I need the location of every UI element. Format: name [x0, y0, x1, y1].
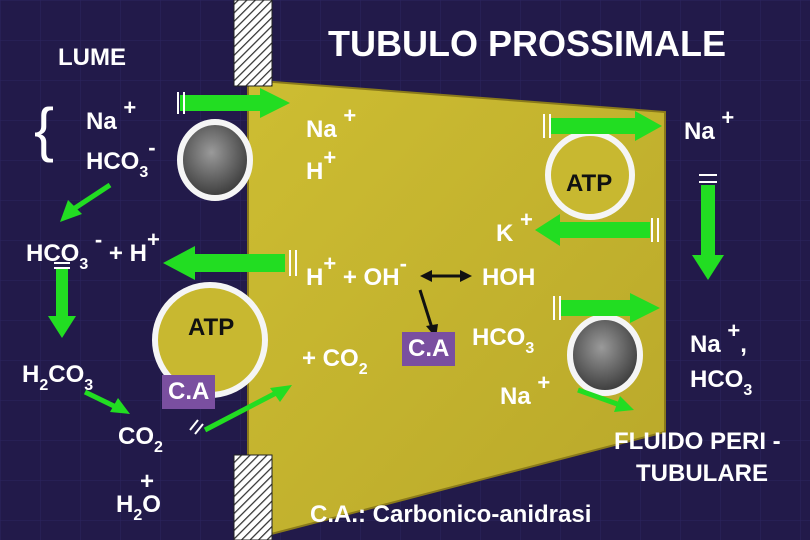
cell-k-label: K + [496, 207, 533, 247]
cell-na-label: Na + [306, 103, 357, 143]
ca-label-cell: C.A [402, 332, 456, 366]
atp-label-basolateral: ATP [566, 170, 613, 197]
transporter-basolateral [567, 314, 643, 396]
cell-h-label: H+ [306, 145, 337, 185]
cell-hco3-label: HCO3 [472, 324, 535, 357]
arrow-na-into-basolateral [577, 387, 634, 412]
fluido-peritubulare-line1: FLUIDO PERI - [614, 428, 781, 455]
fluido-peritubulare-line2: TUBULARE [636, 460, 768, 487]
diagram-title: TUBULO PROSSIMALE [328, 23, 727, 64]
lumen-na-label: Na + [86, 95, 137, 135]
lume-label: LUME [58, 44, 126, 71]
arrow-k-into-cell [535, 214, 659, 246]
arrow-na-down-peritubular [692, 174, 724, 280]
lumen-h2o-label: H2O [116, 491, 161, 524]
lumen-co2-label: CO2 [118, 423, 163, 456]
cell-hoh-label: HOH [482, 264, 536, 291]
arrow-hco3-basolateral-out [553, 293, 660, 323]
tight-junction-top [233, 0, 273, 87]
water-plus-label: + [140, 468, 155, 495]
peritubular-na-label: Na + [684, 105, 735, 145]
lumen-hco3-label: HCO3- [86, 135, 156, 181]
lume-brace: { [34, 96, 55, 163]
arrow-co2-into-cell [189, 385, 292, 435]
cell-na-lower-label: Na + [500, 370, 551, 410]
arrow-na-basolateral-out [543, 111, 662, 141]
cell-plus-co2-label: + CO2 [302, 345, 368, 378]
ca-label-luminal: C.A [162, 375, 216, 409]
arrow-oh-hoh [420, 270, 472, 282]
cell-h-oh-label: H+ + OH- [306, 251, 407, 291]
peritubular-hco3-label: HCO3 [690, 366, 753, 399]
arrow-h2co3-to-co2 [83, 389, 130, 414]
lumen-h2co3-label: H2CO3 [22, 361, 94, 394]
transporter-luminal [177, 119, 253, 201]
arrow-na-lumen-in [177, 88, 290, 118]
arrow-hco3-to-h [60, 182, 112, 222]
peritubular-na-comma-label: Na +, [690, 318, 747, 358]
tight-junction-bottom [233, 454, 273, 540]
arrow-down-to-h2co3 [48, 262, 76, 338]
legend-ca: C.A.: Carbonico-anidrasi [310, 501, 592, 528]
lumen-hco3-plus-h-label: HCO3 - + H+ [26, 227, 160, 273]
atp-label-luminal: ATP [188, 314, 235, 341]
arrow-h-secretion [163, 246, 297, 280]
